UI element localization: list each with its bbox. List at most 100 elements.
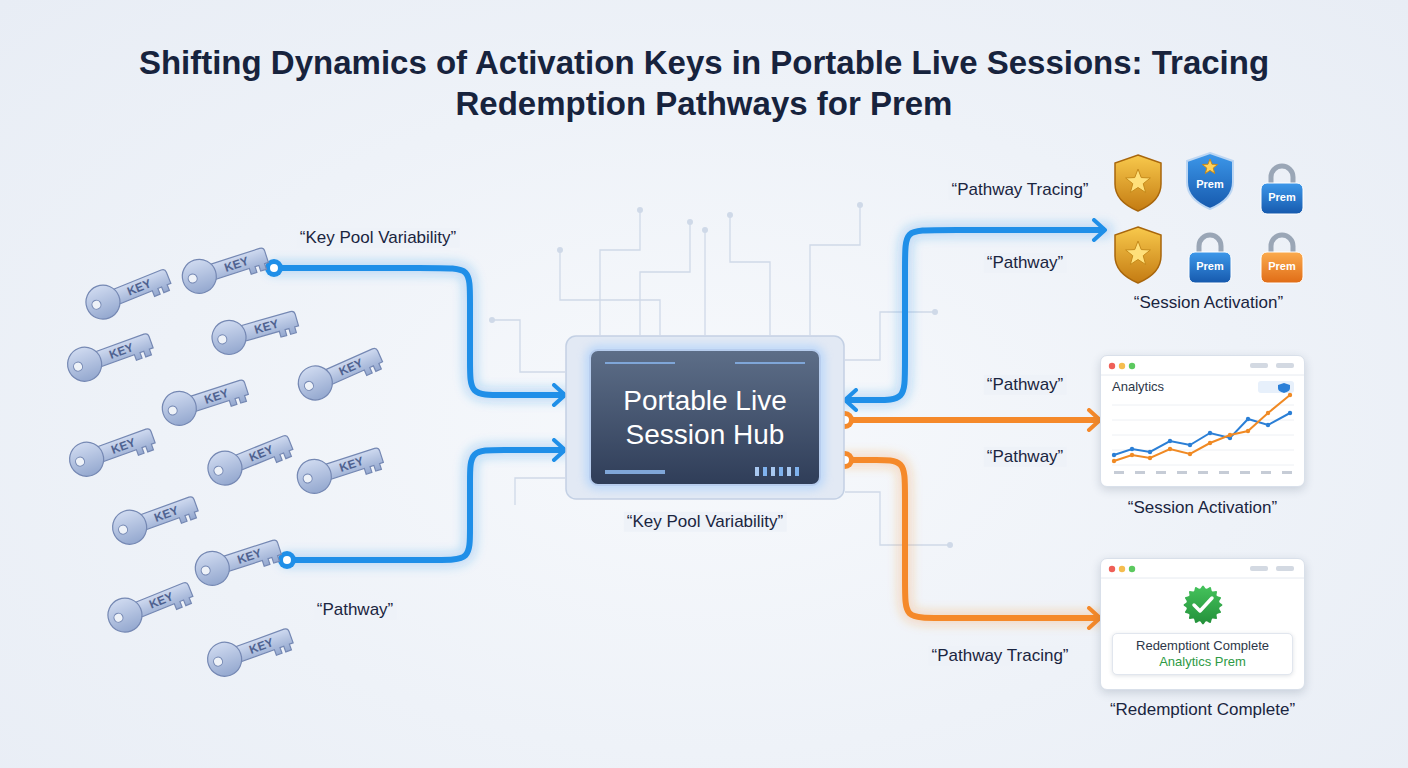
key-shape [291,335,389,408]
window-bar [1250,566,1268,571]
circuit-dot [489,317,495,323]
lock-shackle [1271,166,1293,185]
hub-art [565,335,845,500]
key-label: KEY [153,504,180,524]
key-icon: KEY [79,257,177,328]
circuit-line [640,222,690,335]
key-bow [103,593,147,637]
key-label: KEY [147,590,174,610]
chart-point [1168,447,1172,451]
key-label: KEY [253,318,280,336]
shield-star [1126,241,1151,265]
pathway-label: “Pathway” [984,253,1067,273]
window-dot [1129,363,1135,369]
hub-trace [735,362,805,364]
shield-outline [1187,153,1233,209]
check-badge [1184,586,1223,625]
circuit-dot [947,542,953,548]
circuit-line [730,215,770,335]
lock-shackle [1271,235,1293,254]
key-blade [321,447,385,486]
lock-art [1188,230,1232,284]
key-shape [206,298,304,361]
key-label: KEY [247,443,274,463]
key-icon: KEY [63,416,161,484]
lock-body [1189,252,1231,283]
hub-box: Portable Live Session Hub [565,335,845,500]
hub-bar [795,467,799,476]
circuit-line [704,230,705,335]
key-shape [176,235,274,301]
diagram-title: Shifting Dynamics of Activation Keys in … [129,42,1279,125]
key-bow [81,280,125,324]
window-bar [1276,566,1294,571]
chart-line [1114,395,1290,461]
key-icon: KEY [291,335,389,408]
key-icon: KEY [176,235,274,301]
key-icon: KEY [201,423,299,494]
window-divider [1101,375,1304,376]
key-icon: KEY [101,570,199,641]
key-hole [302,473,313,484]
chart-tick [1156,471,1166,474]
key-shape [61,321,159,389]
circuit-dot [727,212,733,218]
chart-point [1112,453,1116,457]
key-blade [109,268,173,311]
shield-star [1126,169,1151,193]
pathway-label: “Pathway” [984,447,1067,467]
chart-point [1130,447,1134,451]
pathway-connector [274,268,565,395]
chart-point [1228,436,1232,440]
hub-glow [590,350,820,485]
lock-body [1261,252,1303,283]
status-text: Analytics Prem [1159,654,1246,670]
window-bar [1276,363,1294,368]
lock-art [1260,161,1304,215]
key-bow [293,361,338,406]
prem-lock: Prem [1260,161,1304,215]
chart-point [1208,431,1212,435]
key-icon: KEY [189,527,287,593]
chart-point [1228,433,1232,437]
hub-trace [605,362,675,364]
key-shape [106,484,204,552]
shield-outline [1115,227,1161,283]
icon-panel: “Session Activation”PremPremPremPrem [1105,150,1312,313]
key-bow [293,455,336,498]
window-dot [1109,566,1115,572]
lock-text: Prem [1196,260,1224,272]
window-badge [1258,381,1294,393]
window-divider [1101,578,1304,579]
circuit-line [560,250,660,335]
chart-point [1130,453,1134,457]
hub-bar [605,470,665,474]
key-bow [203,446,247,490]
key-label: KEY [223,255,250,274]
shield-star [1202,159,1217,173]
chart-tick [1177,471,1187,474]
shield-outline [1115,155,1161,211]
chart-point [1168,439,1172,443]
lock-text: Prem [1268,260,1296,272]
key-label: KEY [108,341,135,361]
pathway-label: “Pathway” [314,600,397,620]
pathway-label: “Key Pool Variability” [297,228,460,248]
key-shape [189,527,287,593]
key-shape [201,616,299,684]
chart-point [1148,456,1152,460]
lock-art [1260,230,1304,284]
chart-grid [1112,465,1294,466]
key-hole [213,465,225,477]
circuit-dot [687,219,693,225]
key-hole [167,405,178,416]
connector-glow [287,450,565,560]
chart-point [1188,443,1192,447]
key-blade [219,539,283,578]
circuit-line [515,478,565,505]
hub-frame [566,336,844,499]
key-bow [178,255,221,298]
chart-point [1246,429,1250,433]
